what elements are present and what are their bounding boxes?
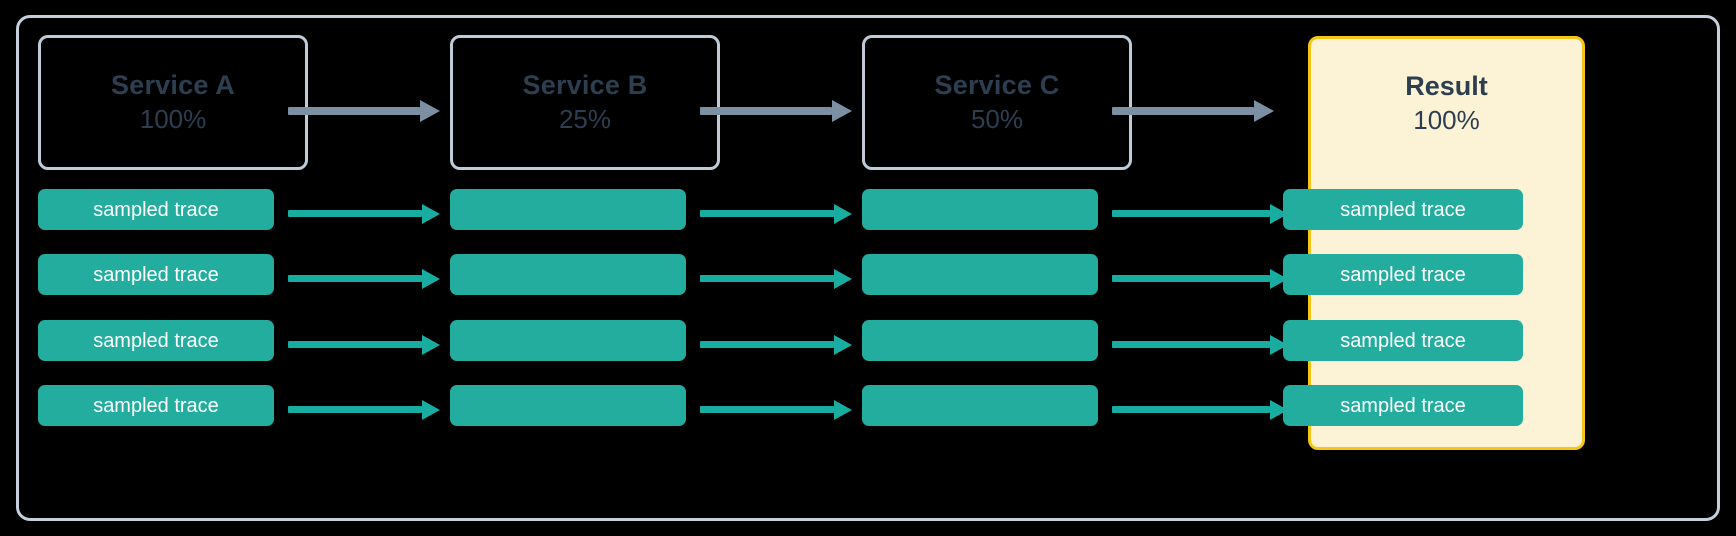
arrow-shaft bbox=[1112, 275, 1270, 282]
trace-bar-label: sampled trace bbox=[1340, 394, 1466, 417]
trace-bar-label: sampled trace bbox=[93, 198, 219, 221]
trace-bar-label: sampled trace bbox=[1340, 263, 1466, 286]
arrow-shaft bbox=[1112, 107, 1254, 115]
arrow-shaft bbox=[288, 107, 420, 115]
trace-bar-row-3-result[interactable]: sampled trace bbox=[1283, 320, 1523, 361]
arrow-shaft bbox=[700, 210, 834, 217]
result-highlight-panel bbox=[1308, 36, 1585, 450]
trace-bar-row-2-service-c[interactable] bbox=[862, 254, 1098, 295]
arrow-shaft bbox=[700, 275, 834, 282]
arrow-shaft bbox=[288, 406, 422, 413]
arrow-shaft bbox=[700, 341, 834, 348]
arrow-shaft bbox=[288, 341, 422, 348]
service-b-name: Service B bbox=[522, 70, 648, 101]
arrow-head-icon bbox=[834, 204, 852, 224]
arrow-head-icon bbox=[422, 400, 440, 420]
service-box-service-a[interactable]: Service A 100% bbox=[38, 35, 308, 170]
arrow-shaft bbox=[700, 107, 832, 115]
trace-bar-label: sampled trace bbox=[93, 394, 219, 417]
arrow-head-icon bbox=[834, 335, 852, 355]
trace-bar-row-1-service-a[interactable]: sampled trace bbox=[38, 189, 274, 230]
trace-bar-label: sampled trace bbox=[1340, 198, 1466, 221]
service-b-sampling-rate: 25% bbox=[558, 104, 612, 135]
service-c-sampling-rate: 50% bbox=[970, 104, 1024, 135]
arrow-shaft bbox=[288, 275, 422, 282]
arrow-head-icon bbox=[422, 269, 440, 289]
trace-bar-row-2-result[interactable]: sampled trace bbox=[1283, 254, 1523, 295]
arrow-head-icon bbox=[422, 335, 440, 355]
trace-bar-label: sampled trace bbox=[93, 329, 219, 352]
arrow-head-icon bbox=[832, 100, 852, 122]
service-a-sampling-rate: 100% bbox=[139, 104, 207, 135]
trace-bar-row-4-result[interactable]: sampled trace bbox=[1283, 385, 1523, 426]
arrow-head-icon bbox=[422, 204, 440, 224]
service-a-name: Service A bbox=[111, 70, 235, 101]
arrow-shaft bbox=[1112, 341, 1270, 348]
arrow-shaft bbox=[1112, 210, 1270, 217]
trace-bar-row-2-service-a[interactable]: sampled trace bbox=[38, 254, 274, 295]
trace-bar-row-4-service-a[interactable]: sampled trace bbox=[38, 385, 274, 426]
trace-bar-row-1-service-b[interactable] bbox=[450, 189, 686, 230]
trace-bar-row-3-service-c[interactable] bbox=[862, 320, 1098, 361]
trace-bar-label: sampled trace bbox=[1340, 329, 1466, 352]
trace-bar-row-4-service-c[interactable] bbox=[862, 385, 1098, 426]
trace-bar-row-4-service-b[interactable] bbox=[450, 385, 686, 426]
trace-bar-label: sampled trace bbox=[93, 263, 219, 286]
arrow-head-icon bbox=[1254, 100, 1274, 122]
arrow-shaft bbox=[1112, 406, 1270, 413]
arrow-head-icon bbox=[420, 100, 440, 122]
arrow-shaft bbox=[700, 406, 834, 413]
trace-bar-row-1-service-c[interactable] bbox=[862, 189, 1098, 230]
service-box-service-c[interactable]: Service C 50% bbox=[862, 35, 1132, 170]
arrow-head-icon bbox=[834, 269, 852, 289]
service-box-service-b[interactable]: Service B 25% bbox=[450, 35, 720, 170]
trace-bar-row-3-service-a[interactable]: sampled trace bbox=[38, 320, 274, 361]
trace-bar-row-1-result[interactable]: sampled trace bbox=[1283, 189, 1523, 230]
trace-bar-row-3-service-b[interactable] bbox=[450, 320, 686, 361]
trace-bar-row-2-service-b[interactable] bbox=[450, 254, 686, 295]
arrow-head-icon bbox=[834, 400, 852, 420]
arrow-shaft bbox=[288, 210, 422, 217]
service-c-name: Service C bbox=[934, 70, 1060, 101]
diagram-outer-frame bbox=[16, 15, 1720, 521]
